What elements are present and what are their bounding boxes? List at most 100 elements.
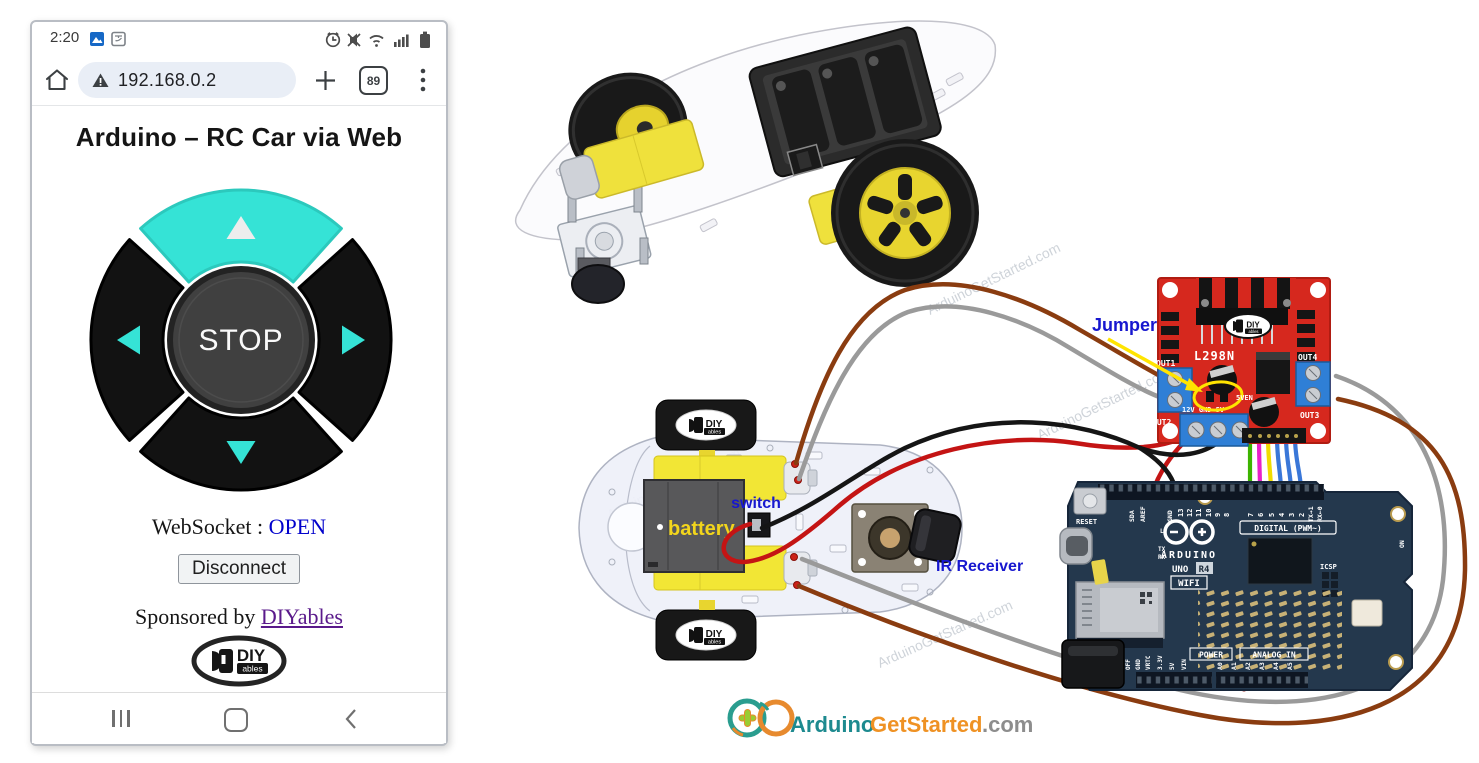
websocket-status-line: WebSocket : OPEN — [32, 514, 446, 540]
caster-mount — [851, 503, 962, 573]
caster-wheel-3d — [557, 185, 652, 304]
enable-label: 5VEN — [1236, 394, 1253, 402]
icsp-label: ICSP — [1320, 563, 1337, 571]
right-wheel-3d — [831, 139, 979, 287]
arduino-board: 13 12 11 10 9 8 7 6 5 4 3 2 TX→1 RX←0 SD… — [1059, 481, 1413, 691]
svg-text:VIN: VIN — [1181, 659, 1188, 670]
svg-text:GND: GND — [1135, 659, 1142, 670]
car-top-view: DIY ables DIY ables — [578, 399, 1023, 661]
diyables-link[interactable]: DIYables — [260, 604, 343, 629]
svg-text:A2: A2 — [1244, 662, 1252, 670]
wire-brown-motor-a — [793, 282, 1165, 466]
svg-text:13: 13 — [1177, 509, 1185, 517]
jumper-label: Jumper — [1092, 315, 1157, 335]
url-text: 192.168.0.2 — [118, 69, 217, 90]
arduino-brand: ARDUINO — [1161, 550, 1217, 561]
car-3d-render — [514, 20, 997, 304]
model-wifi: WIFI — [1178, 579, 1200, 589]
svg-text:4: 4 — [1278, 513, 1286, 517]
svg-text:12: 12 — [1186, 509, 1194, 517]
disconnect-button[interactable]: Disconnect — [178, 554, 300, 584]
wire-red-battery — [721, 428, 1198, 565]
svg-text:11: 11 — [1195, 509, 1203, 517]
browser-toolbar: 192.168.0.2 89 — [32, 56, 446, 104]
out2-label: OUT2 — [1152, 418, 1171, 427]
svg-text:6: 6 — [1257, 513, 1265, 517]
svg-text:GND: GND — [1166, 510, 1174, 522]
diyables-glyph-icon — [212, 649, 233, 673]
transistors — [1207, 352, 1290, 427]
wifi-icon — [369, 35, 384, 47]
svg-text:9: 9 — [1214, 513, 1222, 517]
power-switch-3d — [786, 143, 824, 177]
home-nav-button[interactable] — [224, 708, 248, 732]
battery-icon — [420, 31, 430, 48]
alarm-icon — [325, 32, 341, 48]
usb-c-port — [1059, 527, 1093, 565]
plus-icon — [738, 709, 757, 727]
logo-getstarted: GetStarted — [870, 712, 982, 737]
svg-text:DIY: DIY — [1246, 321, 1260, 330]
status-time: 2:20 — [50, 29, 80, 46]
wire-brown-motor-b — [796, 396, 1468, 726]
svg-text:L: L — [1160, 528, 1164, 535]
logo-arduino: Arduino — [790, 712, 874, 737]
websocket-label: WebSocket : — [151, 514, 264, 539]
svg-text:3: 3 — [1288, 513, 1296, 517]
dpad-control: STOP — [89, 188, 393, 492]
jumper-arrow — [1107, 337, 1203, 392]
wire-black-battery — [759, 420, 1223, 531]
wire-gray-motor-a — [796, 304, 1165, 482]
url-bar[interactable]: 192.168.0.2 — [78, 62, 296, 98]
stop-label: STOP — [198, 324, 283, 357]
svg-text:ArduinoGetStarted.com: ArduinoGetStarted.com — [1034, 364, 1173, 443]
digital-header-label: DIGITAL (PWM~) — [1254, 524, 1321, 533]
l298n-chip-label: L298N — [1194, 349, 1235, 363]
mute-icon — [347, 33, 361, 47]
svg-text:DIY: DIY — [706, 629, 723, 640]
diyables-logo: DIY ables — [191, 635, 287, 687]
stop-button[interactable]: STOP — [167, 266, 315, 414]
bottom-wheel: DIY ables — [655, 609, 757, 661]
svg-text:TX: TX — [1158, 546, 1166, 553]
l298n-chip: DIY ables — [1196, 308, 1288, 344]
svg-text:7: 7 — [1247, 513, 1255, 517]
new-tab-button[interactable] — [315, 70, 336, 91]
svg-text:ables: ables — [708, 640, 721, 646]
svg-text:8: 8 — [1223, 513, 1231, 517]
recents-button[interactable] — [112, 710, 130, 727]
home-button[interactable] — [44, 68, 70, 92]
resistor-arrays — [1161, 310, 1315, 363]
wiring-diagram: ArduinoGetStarted.com ArduinoGetStarted.… — [514, 20, 1468, 738]
svg-text:A0: A0 — [1216, 662, 1224, 670]
reset-button[interactable] — [1073, 487, 1107, 515]
svg-text:2: 2 — [1298, 513, 1306, 517]
translate-notification-icon — [111, 31, 126, 47]
svg-text:10: 10 — [1205, 509, 1213, 517]
system-status-icons — [325, 31, 430, 48]
signal-icon — [394, 34, 409, 47]
menu-button[interactable] — [420, 67, 426, 93]
qwiic-connector — [1351, 599, 1383, 627]
tab-switcher-button[interactable]: 89 — [359, 66, 388, 95]
svg-text:5: 5 — [1268, 513, 1276, 517]
svg-text:TX→1: TX→1 — [1307, 506, 1315, 522]
svg-text:A3: A3 — [1258, 662, 1266, 670]
battery-label: battery — [668, 518, 736, 540]
ir-receiver-label: IR Receiver — [936, 558, 1023, 575]
top-wheel: DIY ables — [655, 399, 757, 451]
back-button[interactable] — [344, 708, 358, 730]
led-matrix — [1198, 590, 1342, 674]
sponsor-line: Sponsored by DIYables — [32, 604, 446, 630]
enable-jumper — [1192, 380, 1244, 412]
top-axle — [699, 450, 715, 460]
svg-text:ables: ables — [1248, 329, 1258, 334]
jumper-highlight-ellipse — [1192, 380, 1244, 412]
page-title: Arduino – RC Car via Web — [75, 122, 403, 152]
svg-text:A5: A5 — [1286, 662, 1294, 670]
heatsink — [1196, 278, 1296, 310]
mcu-chip — [1247, 537, 1313, 585]
svg-text:3.3V: 3.3V — [1157, 655, 1164, 670]
power-terminal-label: 12V GND 5V — [1182, 406, 1225, 414]
digital-pin-labels: 13 12 11 10 9 8 7 6 5 4 3 2 TX→1 RX←0 SD… — [1128, 506, 1324, 522]
